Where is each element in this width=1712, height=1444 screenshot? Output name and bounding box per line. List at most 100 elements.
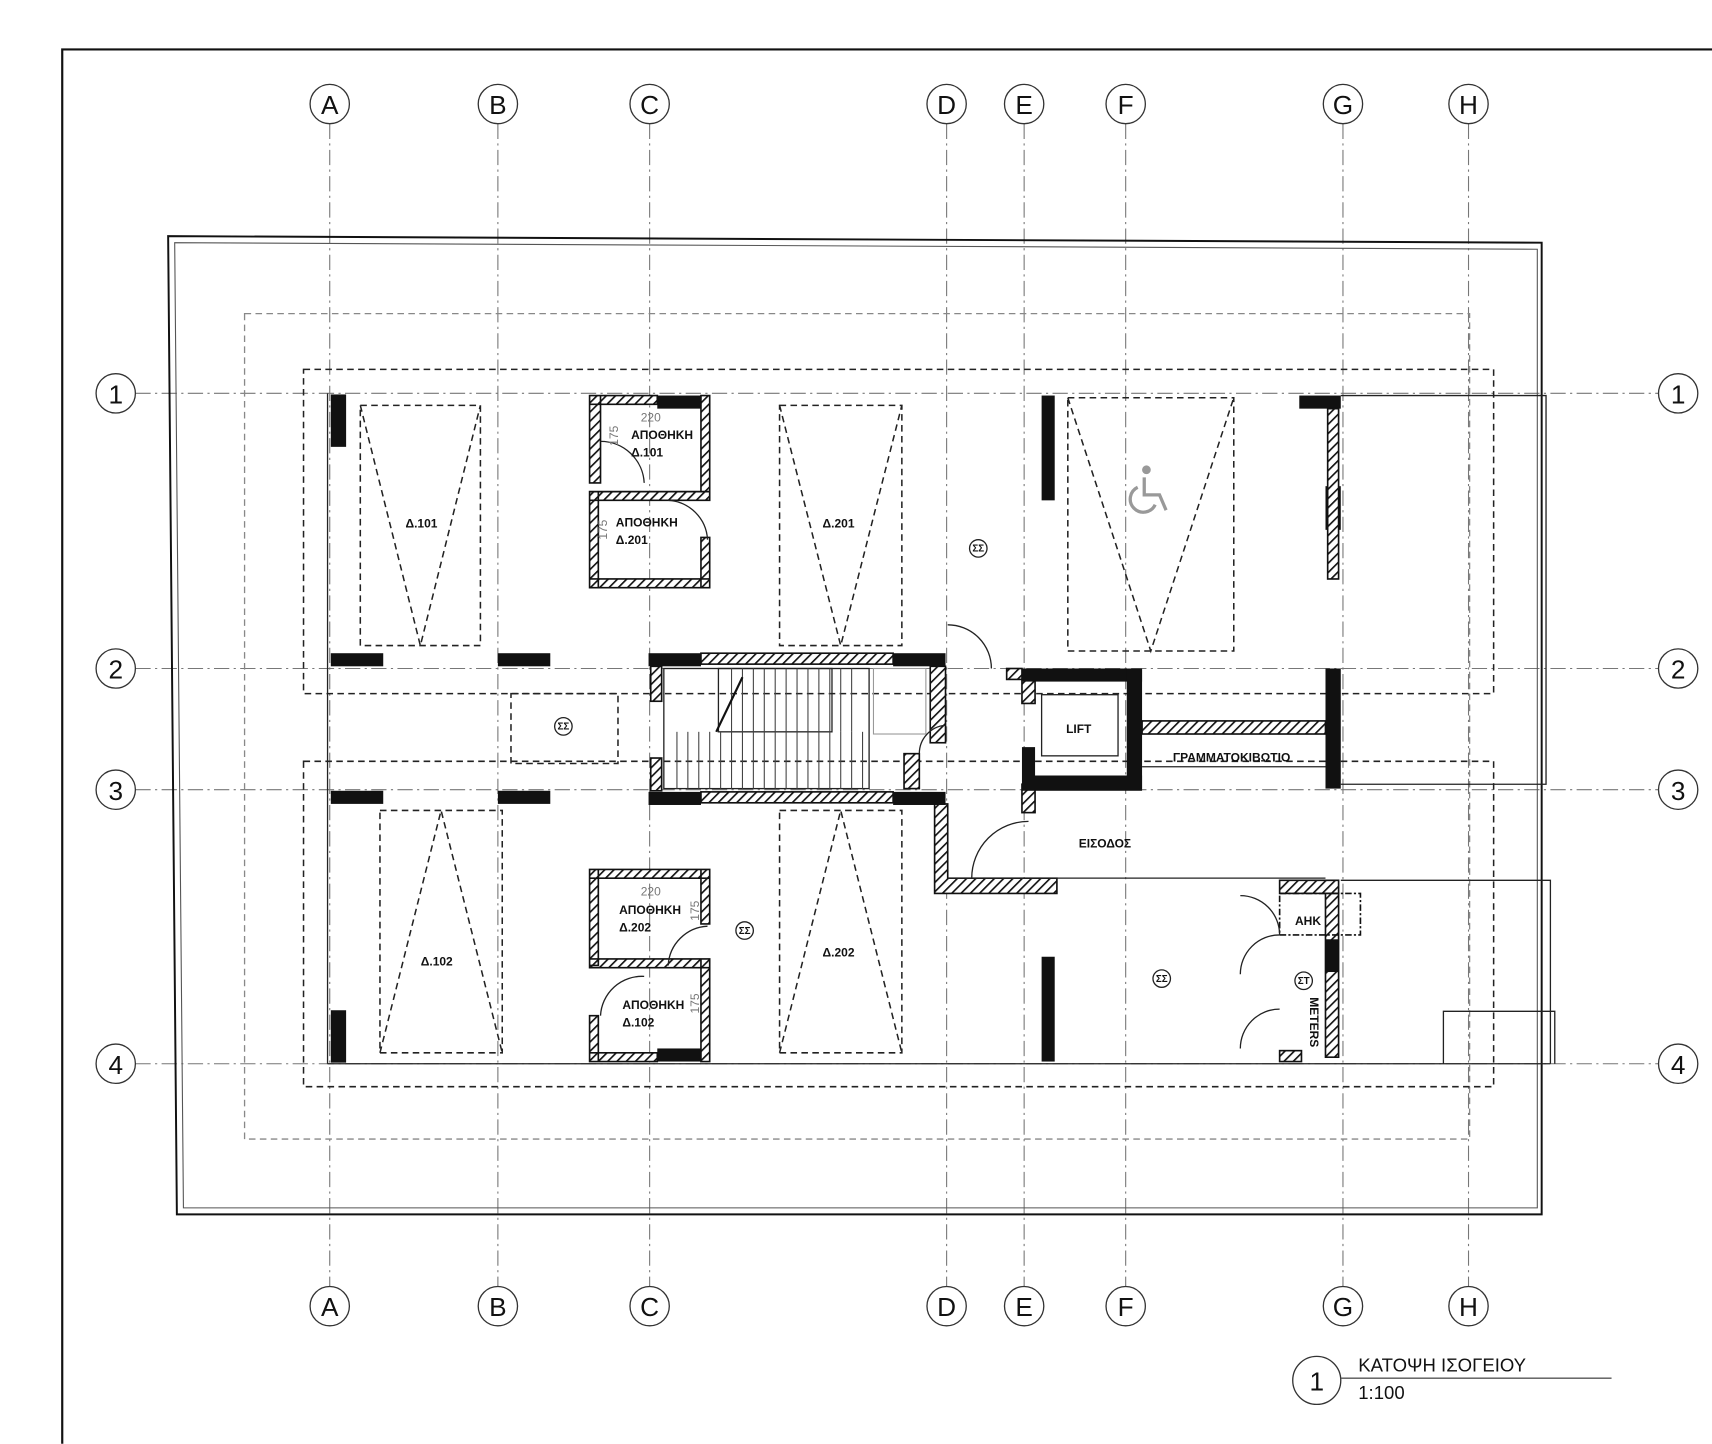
parking-label-d202: Δ.202 xyxy=(823,946,855,960)
electric-box xyxy=(1278,892,1362,936)
grid-column-top-G-label: G xyxy=(1333,90,1353,120)
grid-column-bottom-G-label: G xyxy=(1333,1292,1353,1322)
grid-row-left-3-label: 3 xyxy=(108,776,123,806)
grid-column-top-F-bubble xyxy=(1105,83,1146,125)
walls xyxy=(588,394,1340,1063)
core-walls xyxy=(648,653,1339,973)
grid-row-right-2-label: 2 xyxy=(1671,655,1686,685)
storage-label-d102: Δ.102 xyxy=(622,1016,654,1030)
grid-column-top-H-label: H xyxy=(1459,90,1478,120)
dimension-width: 220 xyxy=(641,885,661,899)
grid-row-right-1-label: 1 xyxy=(1671,379,1686,409)
grid-column-bottom-G-bubble xyxy=(1322,1285,1364,1327)
grid-column-top-E-bubble xyxy=(1003,83,1045,125)
side-outline xyxy=(1340,879,1552,1064)
dimension-labels: 220 220 175 175 175 175 xyxy=(596,411,702,1014)
grid-row-left-4-bubble xyxy=(95,1043,137,1085)
grid-column-bottom-B-bubble xyxy=(477,1285,519,1327)
grid-row-left-1-bubble xyxy=(95,373,137,414)
grid-column-bottom-D-label: D xyxy=(937,1292,956,1322)
grid-row-left-4-label: 4 xyxy=(108,1050,123,1080)
view-number: 1 xyxy=(1309,1366,1324,1396)
grid-column-top-C-bubble xyxy=(629,83,670,125)
grid-row-right-1-bubble xyxy=(1657,373,1699,414)
accessible-parking-icon xyxy=(1128,465,1168,514)
grid-column-top-G-bubble xyxy=(1322,83,1364,125)
grid-column-bottom-C-label: C xyxy=(640,1292,659,1322)
title-block: 1 ΚΑΤΟΨΗ ΙΣΟΓΕΙΟΥ 1:100 xyxy=(1292,1355,1612,1406)
st-symbol: ΣΤ xyxy=(1298,976,1310,987)
smoke-symbol: ΣΣ xyxy=(557,722,569,733)
floor-outline-top xyxy=(302,368,1495,695)
dimension-depth: 175 xyxy=(596,519,610,539)
grid-column-bottom-A-bubble xyxy=(309,1285,351,1327)
parking-label-d101: Δ.101 xyxy=(405,517,437,531)
parking-label-d201: Δ.201 xyxy=(823,517,855,531)
storage-label-d101: Δ.101 xyxy=(631,446,663,460)
view-scale: 1:100 xyxy=(1358,1382,1404,1403)
entrance-label: ΕΙΣΟΔΟΣ xyxy=(1079,837,1131,851)
side-step xyxy=(1442,1010,1556,1064)
grid-column-top-F-label: F xyxy=(1118,90,1134,120)
parking-label-d102: Δ.102 xyxy=(421,954,453,968)
staircase xyxy=(663,667,927,790)
grid-column-top-E-label: E xyxy=(1015,90,1032,120)
upper-outline xyxy=(243,312,1471,1140)
dimension-depth: 175 xyxy=(607,425,621,445)
mailbox-label: ΓΡΑΜΜΑΤΟΚΙΒΩΤΙΟ xyxy=(1173,750,1290,764)
grid-column-top-D-bubble xyxy=(926,83,967,125)
electric-label: ΑΗΚ xyxy=(1295,914,1321,928)
grid-row-right-3-label: 3 xyxy=(1671,776,1686,806)
lift-label: LIFT xyxy=(1066,722,1092,736)
grid-column-top-H-bubble xyxy=(1448,83,1489,125)
grid-column-bottom-A-label: A xyxy=(321,1292,339,1322)
sheet-border xyxy=(61,48,1712,1444)
grid-row-right-3-bubble xyxy=(1657,769,1699,811)
site-boundary xyxy=(167,235,1543,1216)
grid-column-bottom-H-label: H xyxy=(1459,1292,1478,1322)
grid-row-left-2-label: 2 xyxy=(108,655,123,685)
grid-column-top-B-label: B xyxy=(489,90,506,120)
dimension-width: 220 xyxy=(641,411,661,425)
grid-column-bottom-B-label: B xyxy=(489,1292,506,1322)
grid-column-top-A-bubble xyxy=(309,83,351,125)
grid-column-top-C-label: C xyxy=(640,90,659,120)
dimension-depth: 175 xyxy=(688,900,702,920)
grid-row-left-3-bubble xyxy=(95,769,137,811)
grid-row-right-4-label: 4 xyxy=(1671,1050,1686,1080)
grid-column-top-A-label: A xyxy=(321,90,339,120)
grid-column-bottom-E-label: E xyxy=(1015,1292,1032,1322)
grid-column-bottom-C-bubble xyxy=(629,1285,670,1327)
doors xyxy=(599,440,1281,1049)
grid-row-left-2-bubble xyxy=(95,648,137,689)
meters-label: METERS xyxy=(1307,997,1321,1047)
storage-label-d201: Δ.201 xyxy=(616,533,648,547)
grid-row-right-2-bubble xyxy=(1657,648,1699,689)
view-number-bubble xyxy=(1292,1355,1342,1406)
storage-label: ΑΠΟΘΗΚΗ xyxy=(631,428,693,442)
storage-label: ΑΠΟΘΗΚΗ xyxy=(619,903,681,917)
storage-label-d202: Δ.202 xyxy=(619,921,651,935)
floor-outline-bottom xyxy=(302,760,1495,1088)
grid-column-bottom-F-bubble xyxy=(1105,1285,1146,1327)
room-labels: Δ.101 Δ.201 Δ.102 Δ.202 ΑΠΟΘΗΚΗ Δ.101 ΑΠ… xyxy=(405,428,1321,1047)
smoke-symbol: ΣΣ xyxy=(972,544,984,555)
grid-column-bottom-D-bubble xyxy=(926,1285,967,1327)
grid-column-bottom-F-label: F xyxy=(1118,1292,1134,1322)
smoke-symbol: ΣΣ xyxy=(739,926,751,937)
grid-column-bottom-E-bubble xyxy=(1003,1285,1045,1327)
lift-car xyxy=(1040,694,1119,757)
view-title: ΚΑΤΟΨΗ ΙΣΟΓΕΙΟΥ xyxy=(1358,1355,1526,1376)
site-boundary-inner xyxy=(174,242,1538,1209)
grid-lines: A A B B C C D D E E F F G G H H 1 1 2 2 3 3 4 4 xyxy=(95,83,1699,1327)
storage-label: ΑΠΟΘΗΚΗ xyxy=(616,516,678,530)
grid-column-bottom-H-bubble xyxy=(1448,1285,1489,1327)
grid-row-right-4-bubble xyxy=(1657,1043,1699,1085)
grid-row-left-1-label: 1 xyxy=(108,379,123,409)
dimension-depth: 175 xyxy=(688,993,702,1013)
storage-label: ΑΠΟΘΗΚΗ xyxy=(622,998,684,1012)
smoke-symbol: ΣΣ xyxy=(1156,974,1168,985)
ramp-outline xyxy=(1340,394,1547,785)
grid-column-top-D-label: D xyxy=(937,90,956,120)
